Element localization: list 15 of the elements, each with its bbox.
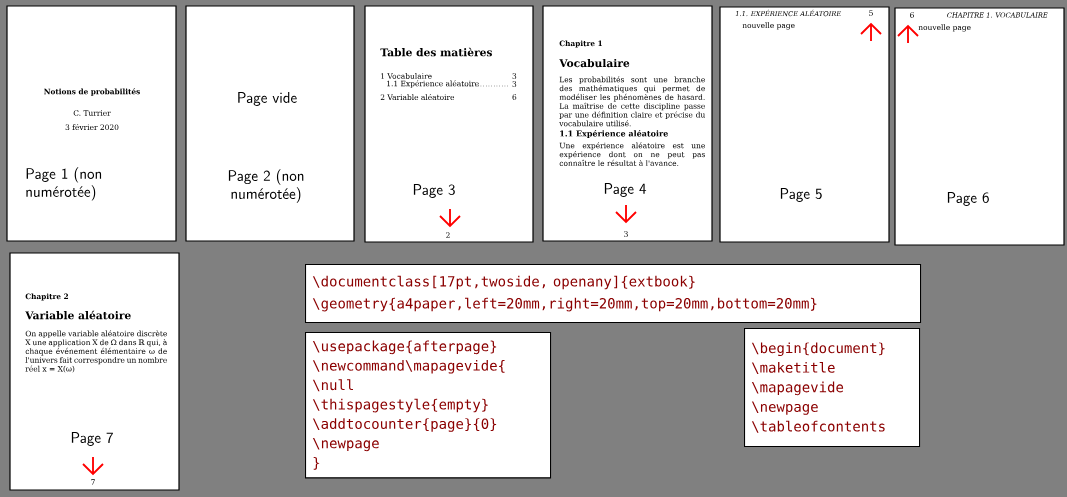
code-box: \begin{document} \maketitle \mapagevide \newpage \tableofcontents	[744, 328, 921, 448]
page-label: Page 4	[604, 183, 647, 197]
chapter-title: Variable aléatoire	[25, 310, 131, 320]
section-heading: 1.1 Expérience aléatoire	[560, 129, 668, 139]
page-label: Page 2 (non numérotée)	[228, 169, 304, 203]
toc-heading: Table des matières	[380, 47, 492, 57]
code-box: \usepackage{afterpage} \newcommand\mapagevide{ \null \thispagestyle{empty} \addtocounter{page}{0} \newpage }	[305, 332, 552, 479]
chapter-title: Vocabulaire	[559, 58, 630, 68]
page-label: Page 7	[71, 432, 113, 446]
page-label: Page 1 (non numérotée)	[26, 167, 102, 201]
code-box: \documentclass[17pt,twoside, openany]{extbook} \geometry{a4paper,left=20mm,right=20mm,top=20mm,bottom=20mm}	[305, 264, 922, 324]
page-label: Page 5	[780, 188, 822, 202]
page-label: Page 3	[413, 184, 455, 198]
page-label: Page 6	[947, 192, 989, 206]
page-caption: Page vide	[238, 92, 297, 106]
